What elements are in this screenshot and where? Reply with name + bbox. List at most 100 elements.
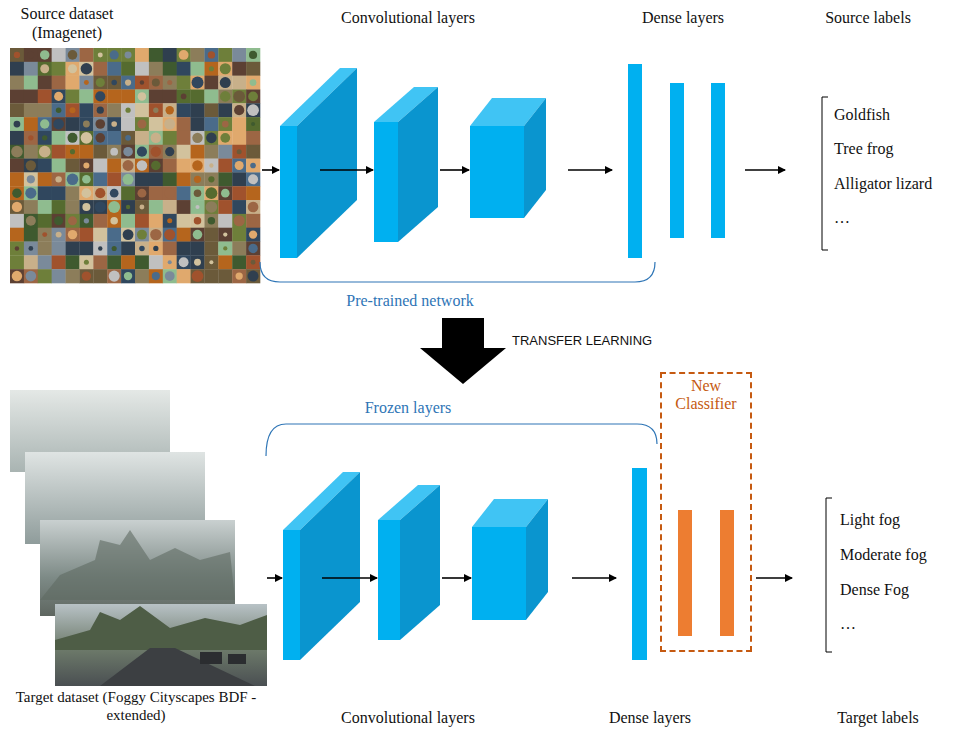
imagenet-mosaic-part [121, 159, 135, 173]
imagenet-mosaic-part [177, 89, 191, 103]
imagenet-mosaic-part [54, 92, 63, 101]
imagenet-mosaic-part [191, 62, 205, 76]
imagenet-mosaic-part [135, 48, 149, 62]
imagenet-mosaic-part [24, 255, 38, 269]
imagenet-mosaic-part [110, 50, 119, 59]
imagenet-mosaic-part [93, 48, 107, 62]
imagenet-mosaic-part [191, 159, 205, 173]
imagenet-mosaic-part [218, 200, 232, 214]
imagenet-mosaic-part [149, 172, 163, 186]
imagenet-mosaic-part [248, 91, 258, 101]
imagenet-mosaic-part [11, 146, 23, 158]
imagenet-mosaic-part [208, 217, 215, 224]
imagenet-mosaic-part [149, 214, 163, 228]
flow-arrows-part [568, 169, 612, 171]
imagenet-mosaic-part [108, 201, 120, 213]
imagenet-mosaic-part [218, 76, 232, 90]
imagenet-mosaic-part [93, 103, 107, 117]
imagenet-mosaic-part [218, 89, 232, 103]
imagenet-mosaic-part [151, 161, 161, 171]
imagenet-mosaic-part [66, 76, 80, 90]
imagenet-mosaic-part [149, 269, 163, 283]
imagenet-mosaic-part [135, 76, 149, 90]
imagenet-mosaic-part [107, 200, 121, 214]
imagenet-mosaic-part [232, 103, 246, 117]
imagenet-mosaic-part [107, 76, 121, 90]
imagenet-mosaic-part [66, 89, 80, 103]
imagenet-mosaic-part [139, 246, 144, 251]
imagenet-mosaic-part [163, 131, 177, 145]
imagenet-mosaic-part [250, 163, 256, 169]
imagenet-mosaic-part [10, 76, 24, 90]
imagenet-mosaic-part [232, 145, 246, 159]
imagenet-mosaic-part [52, 103, 66, 117]
imagenet-mosaic-part [121, 89, 135, 103]
imagenet-mosaic-part [25, 271, 36, 282]
imagenet-mosaic-part [25, 188, 36, 199]
imagenet-mosaic-part [53, 119, 64, 130]
imagenet-mosaic-part [218, 186, 232, 200]
imagenet-mosaic-part [79, 76, 93, 90]
imagenet-mosaic-part [10, 255, 24, 269]
imagenet-mosaic-part [124, 272, 132, 280]
imagenet-mosaic-part [164, 188, 175, 199]
imagenet-mosaic-part [149, 200, 163, 214]
imagenet-mosaic-part [232, 117, 246, 131]
imagenet-mosaic-part [208, 51, 215, 58]
imagenet-mosaic-part [137, 119, 146, 128]
imagenet-mosaic-part [10, 159, 24, 173]
imagenet-mosaic-part [163, 76, 177, 90]
imagenet-mosaic-part [10, 242, 24, 256]
imagenet-mosaic-part [24, 242, 38, 256]
imagenet-mosaic-part [98, 52, 103, 57]
imagenet-mosaic-part [149, 62, 163, 76]
imagenet-mosaic-part [52, 76, 66, 90]
imagenet-mosaic-part [153, 108, 158, 113]
imagenet-mosaic-part [79, 62, 93, 76]
imagenet-mosaic-part [177, 131, 191, 145]
imagenet-mosaic-part [66, 103, 80, 117]
imagenet-mosaic-part [149, 117, 163, 131]
imagenet-mosaic-part [52, 62, 66, 76]
imagenet-mosaic-part [93, 117, 107, 131]
imagenet-mosaic-part [177, 200, 191, 214]
imagenet-mosaic-part [107, 242, 121, 256]
imagenet-mosaic-part [177, 172, 191, 186]
imagenet-mosaic-part [250, 218, 256, 224]
imagenet-mosaic-part [163, 269, 177, 283]
imagenet-mosaic-part [135, 200, 149, 214]
imagenet-mosaic-part [24, 103, 38, 117]
imagenet-mosaic-part [12, 188, 21, 197]
imagenet-mosaic-part [95, 201, 106, 212]
imagenet-mosaic-part [24, 200, 38, 214]
imagenet-mosaic-part [56, 107, 62, 113]
imagenet-mosaic-part [109, 271, 120, 282]
imagenet-mosaic-part [107, 48, 121, 62]
imagenet-mosaic-part [93, 214, 107, 228]
imagenet-mosaic-part [66, 131, 80, 145]
imagenet-mosaic-part [246, 89, 260, 103]
imagenet-mosaic-part [93, 172, 107, 186]
imagenet-mosaic-part [218, 228, 232, 242]
imagenet-mosaic-part [177, 228, 191, 242]
imagenet-mosaic-part [38, 131, 52, 145]
imagenet-mosaic-part [10, 214, 24, 228]
section-heading: Source labels [808, 8, 928, 27]
imagenet-mosaic-part [177, 117, 191, 131]
imagenet-mosaic-part [177, 103, 191, 117]
imagenet-mosaic-part [66, 172, 80, 186]
imagenet-mosaic-part [151, 133, 162, 144]
imagenet-mosaic-part [10, 89, 24, 103]
imagenet-mosaic-part [177, 186, 191, 200]
conv-blocks-part [470, 126, 524, 218]
imagenet-mosaic-part [79, 159, 93, 173]
imagenet-mosaic-part [232, 269, 246, 283]
imagenet-mosaic-part [204, 255, 218, 269]
imagenet-mosaic-part [121, 48, 135, 62]
imagenet-mosaic-part [191, 228, 205, 242]
imagenet-mosaic-part [232, 159, 246, 173]
imagenet-mosaic-part [10, 228, 24, 242]
imagenet-mosaic-part [250, 79, 257, 86]
imagenet-mosaic-part [218, 131, 232, 145]
imagenet-mosaic-part [194, 259, 201, 266]
